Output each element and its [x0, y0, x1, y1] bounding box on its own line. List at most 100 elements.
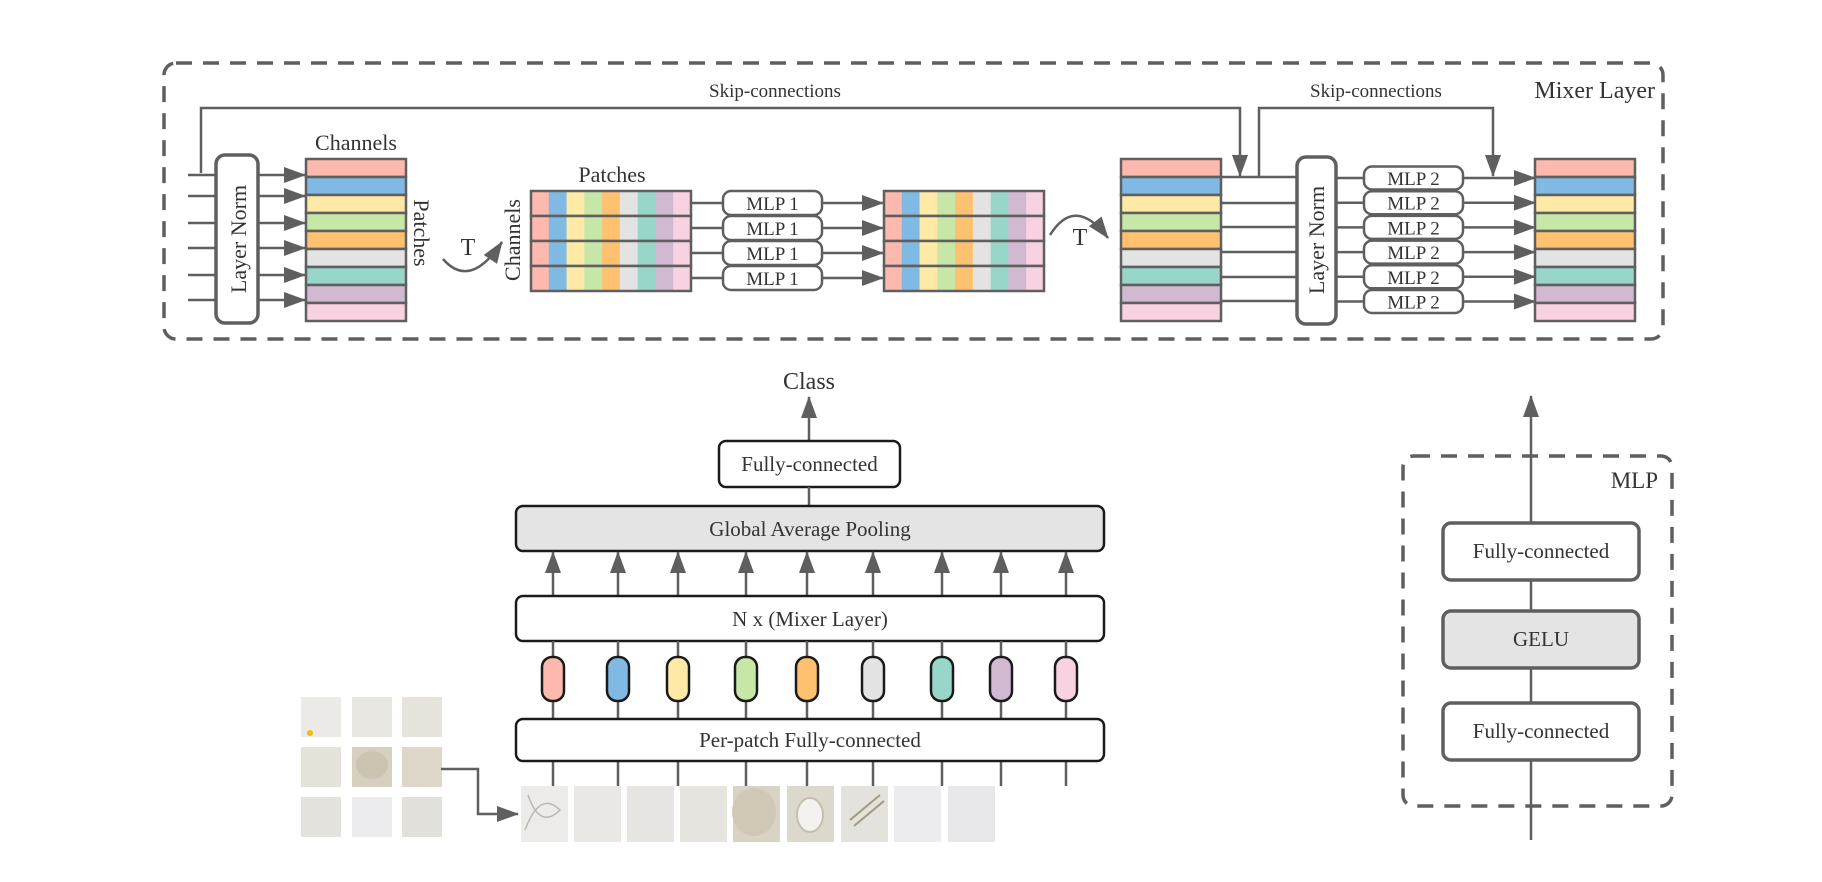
token-row — [304, 211, 408, 233]
channel-cell — [1026, 191, 1045, 216]
mlp1-label: MLP 1 — [746, 269, 799, 290]
layer-norm-1-label: Layer Norm — [226, 185, 251, 293]
per-patch-fc-label: Per-patch Fully-connected — [699, 728, 921, 752]
token-row — [304, 193, 408, 215]
mixer-to-gap-arrows — [545, 551, 1074, 596]
channel-cell — [972, 216, 992, 241]
token-row — [1119, 283, 1223, 305]
channel-cell — [655, 216, 674, 241]
channel-cell — [884, 216, 903, 241]
image-grid-patch — [352, 797, 392, 837]
channel-cell — [566, 191, 585, 216]
channel-cell — [901, 241, 921, 266]
token-row — [304, 157, 408, 179]
gelu-label: GELU — [1513, 627, 1569, 651]
channel-cell — [655, 191, 674, 216]
token-row — [1119, 211, 1223, 233]
token-row — [1533, 175, 1637, 197]
channel-cell — [1026, 241, 1045, 266]
channel-cell — [937, 191, 956, 216]
yellow-plug-sketch — [307, 730, 313, 736]
channel-cell — [531, 191, 550, 216]
token-row — [1119, 265, 1223, 287]
channel-cell — [901, 216, 921, 241]
channel-cell — [1008, 191, 1027, 216]
class-output-label: Class — [783, 369, 835, 395]
channel-cell — [972, 266, 992, 291]
channel-cell — [990, 191, 1009, 216]
channel-cell — [673, 266, 692, 291]
channel-cell — [884, 266, 903, 291]
patch-embeddings — [540, 641, 1079, 786]
token-row — [1533, 247, 1637, 269]
mixer-layer-border — [162, 61, 1665, 341]
grid-1-channels-label: Channels — [500, 199, 525, 281]
skip-connection-1-label: Skip-connections — [709, 81, 841, 102]
cord-sketch — [524, 794, 562, 831]
mlp2-label: MLP 2 — [1387, 218, 1440, 239]
patch-thumbnail — [627, 786, 674, 842]
patch-embedding-pill — [1053, 655, 1079, 703]
channel-cell — [584, 266, 603, 291]
image-grid-patch — [301, 747, 341, 787]
input-image-grid — [301, 697, 442, 837]
skip-connection-2-label: Skip-connections — [1310, 81, 1442, 102]
per-patch-fc-box — [514, 717, 1106, 763]
input-token-lines — [188, 167, 306, 308]
patch-embedding-pill — [794, 655, 820, 703]
channel-cell — [990, 241, 1009, 266]
transpose-2-label: T — [1073, 225, 1088, 251]
channel-cell — [619, 241, 639, 266]
channel-cell — [584, 216, 603, 241]
mlp-detail-panel: MLP Fully-connected GELU Fully-connected — [1401, 395, 1674, 840]
channel-cell — [548, 241, 568, 266]
channel-cell — [673, 191, 692, 216]
mlp2-label: MLP 2 — [1387, 268, 1440, 289]
token-row — [1533, 283, 1637, 305]
image-grid-patch — [402, 797, 442, 837]
channel-cell — [937, 241, 956, 266]
stack-1-channels-label: Channels — [315, 130, 397, 155]
token-row — [304, 265, 408, 287]
transposed-table-input — [529, 189, 693, 293]
grid-1-patches-label: Patches — [578, 162, 645, 187]
channel-cell — [637, 216, 656, 241]
layer-norm-1-box — [214, 153, 260, 325]
channel-cell — [602, 216, 621, 241]
channel-cell — [655, 266, 674, 291]
channel-cell — [619, 216, 639, 241]
channel-cell — [1008, 266, 1027, 291]
channel-cell — [1008, 216, 1027, 241]
channel-cell — [937, 266, 956, 291]
token-table-mid — [1119, 157, 1223, 323]
mlp1-label: MLP 1 — [746, 219, 799, 240]
channel-cell — [531, 266, 550, 291]
channel-cell — [937, 216, 956, 241]
main-pipeline: Class Fully-connected Global Average Poo… — [301, 369, 1106, 842]
channel-cell — [531, 216, 550, 241]
channel-cell — [673, 216, 692, 241]
channel-cell — [531, 241, 550, 266]
channel-cell — [901, 191, 921, 216]
patch-embedding-pill — [988, 655, 1014, 703]
channel-cell — [919, 191, 938, 216]
mixer-stack-box — [514, 594, 1106, 643]
patch-thumbnail — [680, 786, 727, 842]
channel-cell — [548, 266, 568, 291]
channel-cell — [602, 191, 621, 216]
mlp2-label: MLP 2 — [1387, 243, 1440, 264]
image-grid-patch — [402, 697, 442, 737]
token-row — [1533, 265, 1637, 287]
mlp-fc-1-label: Fully-connected — [1473, 719, 1610, 743]
mixer-body-sketch — [732, 788, 776, 836]
image-grid-patch — [402, 747, 442, 787]
channel-cell — [655, 241, 674, 266]
mlp-panel-border — [1401, 454, 1674, 808]
channel-cell — [584, 241, 603, 266]
mlp1-label: MLP 1 — [746, 194, 799, 215]
input-patch-sequence — [521, 786, 995, 842]
beater-sketch — [849, 794, 885, 827]
channel-cell — [884, 241, 903, 266]
